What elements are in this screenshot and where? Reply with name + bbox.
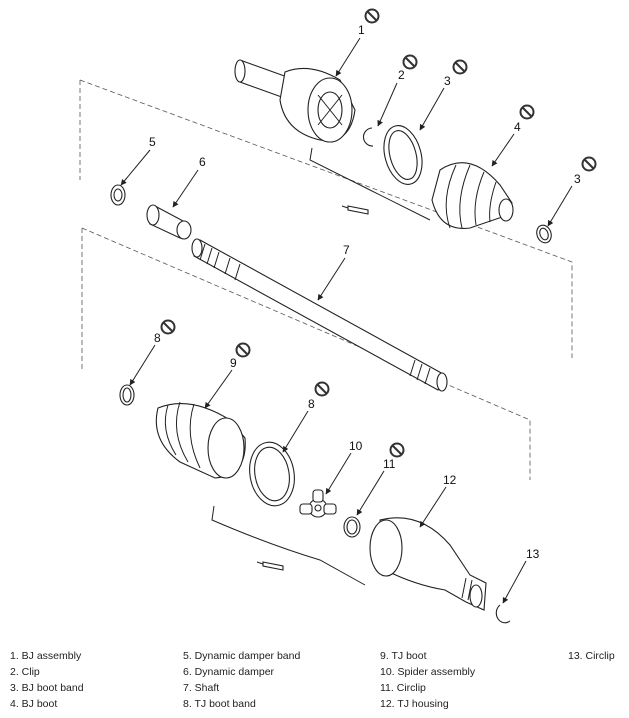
bj-boot-part <box>431 162 514 229</box>
callout-8b: 8 <box>308 397 315 411</box>
clip-part <box>362 127 374 147</box>
prohibition-circle-icon <box>452 59 468 75</box>
tj-housing-part <box>369 517 487 611</box>
assembly-guide-lines <box>79 79 573 480</box>
tj-kit-bracket <box>211 505 366 586</box>
leader-lines <box>120 37 573 604</box>
callout-3a: 3 <box>444 74 451 88</box>
legend-item: 12. TJ housing <box>380 698 449 710</box>
prohibition-circle-icon <box>402 54 418 70</box>
tj-boot-band-part <box>249 441 295 507</box>
callout-11: 11 <box>383 457 396 471</box>
legend-item: 4. BJ boot <box>10 698 58 710</box>
bj-boot-band-small-part <box>536 224 552 244</box>
prohibition-circle-icon <box>160 319 176 335</box>
shaft-part <box>191 238 448 392</box>
bj-kit-bracket <box>309 147 431 221</box>
parts-legend: 1. BJ assembly 2. Clip 3. BJ boot band 4… <box>0 648 629 714</box>
legend-item: 5. Dynamic damper band <box>183 650 301 662</box>
callout-4: 4 <box>514 120 521 134</box>
prohibition-circle-icon <box>364 8 380 24</box>
legend-column-1: 1. BJ assembly 2. Clip 3. BJ boot band 4… <box>10 648 84 712</box>
callout-5: 5 <box>149 135 156 149</box>
legend-item: 2. Clip <box>10 666 40 678</box>
driveshaft-exploded-diagram: 1 2 3 4 3 5 6 7 8 9 8 10 11 12 13 <box>79 8 597 624</box>
bj-boot-band-part <box>383 125 423 185</box>
callout-13: 13 <box>526 547 540 561</box>
callout-6: 6 <box>199 155 206 169</box>
legend-column-3: 9. TJ boot 10. Spider assembly 11. Circl… <box>380 648 475 712</box>
callout-3b: 3 <box>574 172 581 186</box>
spider-assembly-part <box>299 489 337 518</box>
legend-item: 10. Spider assembly <box>380 666 476 678</box>
circlip-13-part <box>495 604 511 624</box>
legend-column-4: 13. Circlip <box>568 648 615 664</box>
prohibition-circle-icon <box>389 442 405 458</box>
tj-boot-band-small-part <box>119 384 135 406</box>
legend-item: 8. TJ boot band <box>183 698 256 710</box>
grease-tube-icon <box>341 205 369 215</box>
legend-item: 11. Circlip <box>380 682 426 694</box>
prohibition-circle-icon <box>235 342 251 358</box>
legend-item: 7. Shaft <box>183 682 220 694</box>
prohibition-circle-icon <box>519 104 535 120</box>
callout-8a: 8 <box>154 331 161 345</box>
callout-7: 7 <box>343 243 350 257</box>
grease-tube-icon <box>256 561 284 571</box>
bj-assembly-part <box>234 59 356 143</box>
dynamic-damper-part <box>146 204 192 240</box>
legend-item: 3. BJ boot band <box>10 682 84 694</box>
callout-2: 2 <box>398 68 405 82</box>
prohibition-circle-icon <box>581 156 597 172</box>
callout-1: 1 <box>358 23 365 37</box>
prohibition-circle-icon <box>314 381 330 397</box>
circlip-part <box>343 516 361 538</box>
callout-12: 12 <box>443 473 457 487</box>
callout-10: 10 <box>349 439 363 453</box>
tj-boot-part <box>155 401 246 479</box>
legend-item: 9. TJ boot <box>380 650 427 662</box>
legend-item: 13. Circlip <box>568 650 615 662</box>
callout-9: 9 <box>230 356 237 370</box>
dynamic-damper-band-part <box>110 184 126 206</box>
legend-item: 1. BJ assembly <box>10 650 82 662</box>
legend-item: 6. Dynamic damper <box>183 666 275 678</box>
legend-column-2: 5. Dynamic damper band 6. Dynamic damper… <box>183 648 300 712</box>
